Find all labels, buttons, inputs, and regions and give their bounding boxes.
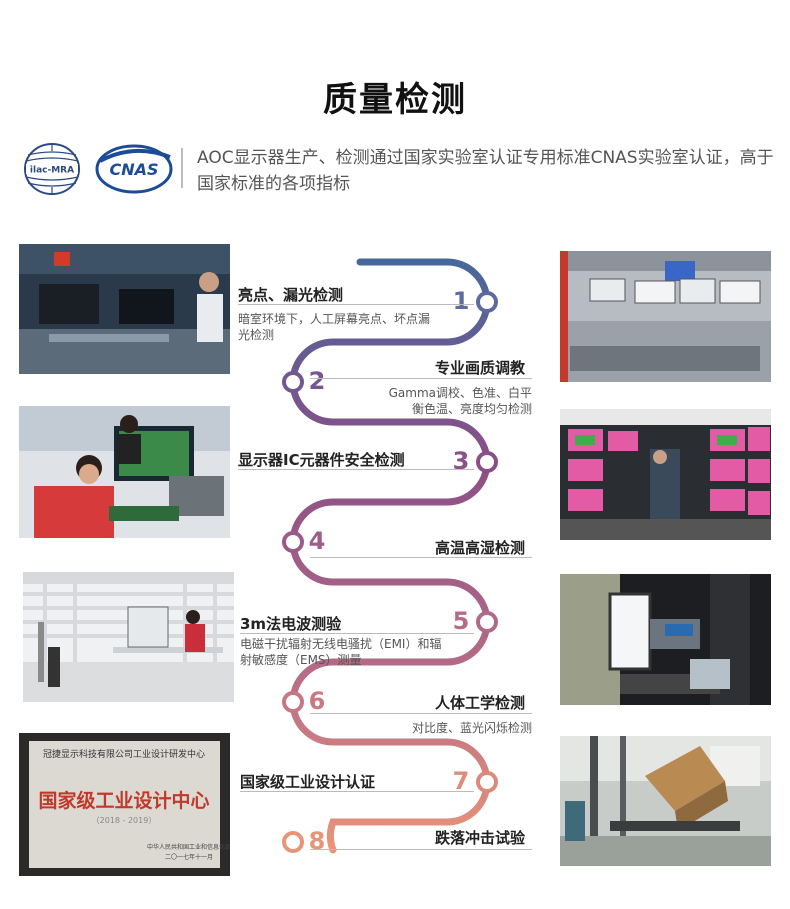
step-underline-6 — [310, 713, 532, 714]
photo-image-calibration — [560, 251, 771, 382]
step-number-5: 5 — [452, 607, 470, 635]
timeline-dot — [476, 771, 498, 793]
photo-ic-safety-test — [19, 406, 230, 538]
certificate-image: 冠捷显示科技有限公司工业设计研发中心 国家级工业设计中心 （2018 - 201… — [19, 733, 230, 876]
certificate-issuer: 中华人民共和国工业和信息化部 — [147, 843, 230, 851]
step-title-4: 高温高湿检测 — [435, 539, 526, 557]
step-title-3: 显示器IC元器件安全检测 — [238, 451, 405, 469]
logo-divider — [181, 148, 183, 188]
certificate-main: 国家级工业设计中心 — [38, 789, 209, 812]
step-title-2: 专业画质调教 — [435, 359, 526, 377]
photo-3m-emc-chamber — [23, 572, 234, 702]
step-desc-1: 暗室环境下，人工屏幕亮点、坏点漏光检测 — [238, 312, 431, 342]
timeline-dot — [282, 831, 304, 853]
step-underline-2 — [310, 378, 532, 379]
step-desc-6: 对比度、蓝光闪烁检测 — [411, 721, 532, 735]
certificate-date: 二〇一七年十一月 — [165, 853, 213, 861]
timeline-dot — [282, 371, 304, 393]
photo-brightness-test — [19, 244, 230, 374]
step-title-1: 亮点、漏光检测 — [238, 286, 344, 304]
step-number-6: 6 — [308, 687, 326, 715]
photo-high-temp-humidity — [560, 409, 771, 540]
ilac-mra-logo: ilac-MRA — [24, 143, 80, 195]
timeline-dot — [476, 291, 498, 313]
step-number-4: 4 — [308, 527, 326, 555]
step-number-2: 2 — [308, 367, 326, 395]
timeline-dot — [282, 691, 304, 713]
step-underline-1 — [238, 304, 474, 305]
timeline-dot — [476, 451, 498, 473]
intro-text: AOC显示器生产、检测通过国家实验室认证专用标准CNAS实验室认证，高于国家标准… — [197, 148, 774, 194]
step-number-7: 7 — [452, 767, 470, 795]
step-title-8: 跌落冲击试验 — [435, 829, 526, 847]
timeline-dot — [476, 611, 498, 633]
step-underline-8 — [310, 849, 532, 850]
step-number-3: 3 — [452, 447, 470, 475]
timeline-dots — [282, 291, 498, 853]
photo-drop-test — [560, 736, 771, 866]
step-underline-3 — [238, 469, 474, 470]
cnas-text: CNAS — [109, 160, 158, 179]
certificate-years: （2018 - 2019） — [92, 816, 157, 825]
step-title-5: 3m法电波测验 — [240, 615, 342, 633]
step-underline-7 — [240, 791, 474, 792]
certification-logos: ilac-MRA CNAS — [22, 141, 182, 197]
step-number-1: 1 — [452, 287, 470, 315]
step-desc-2: Gamma调校、色准、白平衡色温、亮度均匀检测 — [388, 386, 532, 416]
timeline-dot — [282, 531, 304, 553]
page-title: 质量检测 — [323, 80, 467, 120]
ilac-text: ilac-MRA — [30, 166, 74, 176]
photo-ergonomics-test — [560, 574, 771, 705]
step-number-8: 8 — [308, 827, 326, 855]
cnas-logo: CNAS — [95, 144, 173, 194]
step-underline-4 — [310, 557, 532, 558]
step-desc-5: 电磁干扰辐射无线电骚扰（EMI）和辐射敏感度（EMS）测量 — [240, 637, 442, 667]
step-title-6: 人体工学检测 — [435, 694, 526, 712]
step-title-7: 国家级工业设计认证 — [240, 773, 376, 791]
step-underline-5 — [240, 633, 474, 634]
certificate-org: 冠捷显示科技有限公司工业设计研发中心 — [43, 748, 205, 760]
